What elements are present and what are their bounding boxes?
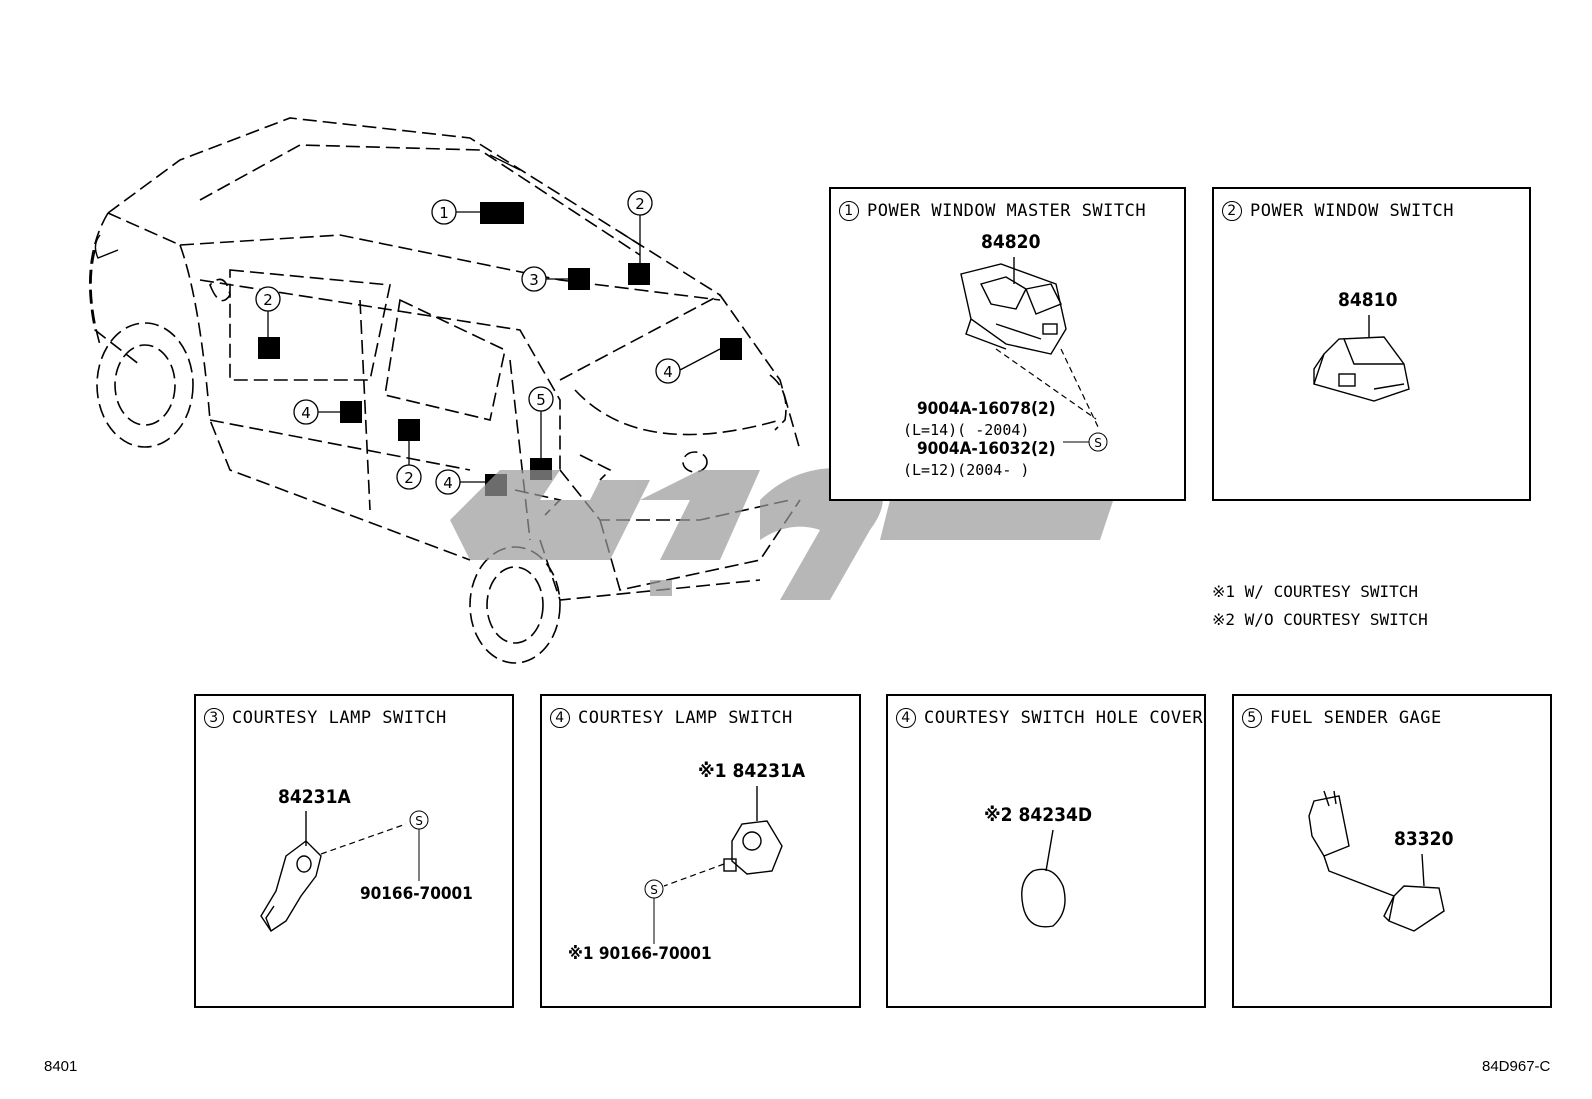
location-marker-2-mid (398, 419, 420, 441)
screw-part-90166-w-courtesy: ※1 90166-70001 (568, 944, 712, 964)
panel-title: COURTESY LAMP SWITCH (578, 708, 793, 728)
location-marker-2-front (258, 337, 280, 359)
marker-label: 2 (635, 195, 645, 213)
marker-label: 2 (404, 469, 414, 487)
part-number-84820: 84820 (981, 231, 1041, 253)
panel-power-window-master-switch: 1 POWER WINDOW MASTER SWITCH 84820 S 900… (829, 187, 1186, 501)
panel-courtesy-lamp-switch-4: 4 COURTESY LAMP SWITCH ※1 84231A S ※1 90… (540, 694, 861, 1008)
marker-label: 4 (301, 404, 311, 422)
svg-text:S: S (650, 883, 658, 897)
panel-number: 4 (550, 708, 570, 728)
panel-title: POWER WINDOW MASTER SWITCH (867, 201, 1147, 221)
panel-number: 1 (839, 201, 859, 221)
panel-power-window-switch: 2 POWER WINDOW SWITCH 84810 (1212, 187, 1531, 501)
hole-cover-illustration (1021, 829, 1066, 928)
screw-symbol: S (1094, 436, 1102, 450)
marker-label: 2 (263, 291, 273, 309)
fuel-sender-illustration (1308, 790, 1445, 932)
panel-number: 2 (1222, 201, 1242, 221)
courtesy-switch-illustration: S (260, 810, 429, 932)
panel-title: FUEL SENDER GAGE (1270, 708, 1442, 728)
note-without-courtesy-switch: ※2 W/O COURTESY SWITCH (1212, 610, 1428, 629)
screw-part-a: 9004A-16078(2) (917, 399, 1056, 419)
location-marker-4-front (340, 401, 362, 423)
location-marker-2-rear (628, 263, 650, 285)
svg-text:S: S (415, 814, 423, 828)
note-with-courtesy-switch: ※1 W/ COURTESY SWITCH (1212, 582, 1419, 601)
location-marker-3 (568, 268, 590, 290)
part-number-84231a: 84231A (278, 786, 351, 808)
screw-part-b-note: (L=12)(2004- ) (903, 461, 1030, 479)
panel-number: 3 (204, 708, 224, 728)
watermark-logo (450, 468, 1120, 600)
part-number-84231a-w-courtesy: ※1 84231A (698, 760, 806, 782)
panel-courtesy-lamp-switch-3: 3 COURTESY LAMP SWITCH 84231A S 90166-70… (194, 694, 514, 1008)
screw-part-90166: 90166-70001 (360, 884, 473, 904)
panel-courtesy-switch-hole-cover: 4 COURTESY SWITCH HOLE COVER ※2 84234D (886, 694, 1206, 1008)
part-number-84810: 84810 (1338, 289, 1398, 311)
panel-title: POWER WINDOW SWITCH (1250, 201, 1454, 221)
part-number-83320: 83320 (1394, 828, 1454, 850)
marker-label: 5 (536, 391, 546, 409)
marker-label: 3 (529, 271, 539, 289)
footer-right-code: 84D967-C (1482, 1058, 1551, 1075)
panel-number: 4 (896, 708, 916, 728)
part-number-84234d: ※2 84234D (984, 804, 1093, 826)
marker-label: 1 (439, 204, 449, 222)
marker-label: 4 (443, 474, 453, 492)
panel-number: 5 (1242, 708, 1262, 728)
footer-left-code: 8401 (44, 1058, 78, 1075)
marker-label: 4 (663, 363, 673, 381)
window-switch-illustration (1313, 315, 1410, 402)
location-marker-1 (480, 202, 524, 224)
screw-part-b: 9004A-16032(2) (917, 439, 1056, 459)
panel-title: COURTESY SWITCH HOLE COVER (924, 708, 1204, 728)
panel-title: COURTESY LAMP SWITCH (232, 708, 447, 728)
screw-part-a-note: (L=14)( -2004) (903, 421, 1030, 439)
panel-fuel-sender-gage: 5 FUEL SENDER GAGE 83320 (1232, 694, 1552, 1008)
location-marker-4-rear (720, 338, 742, 360)
